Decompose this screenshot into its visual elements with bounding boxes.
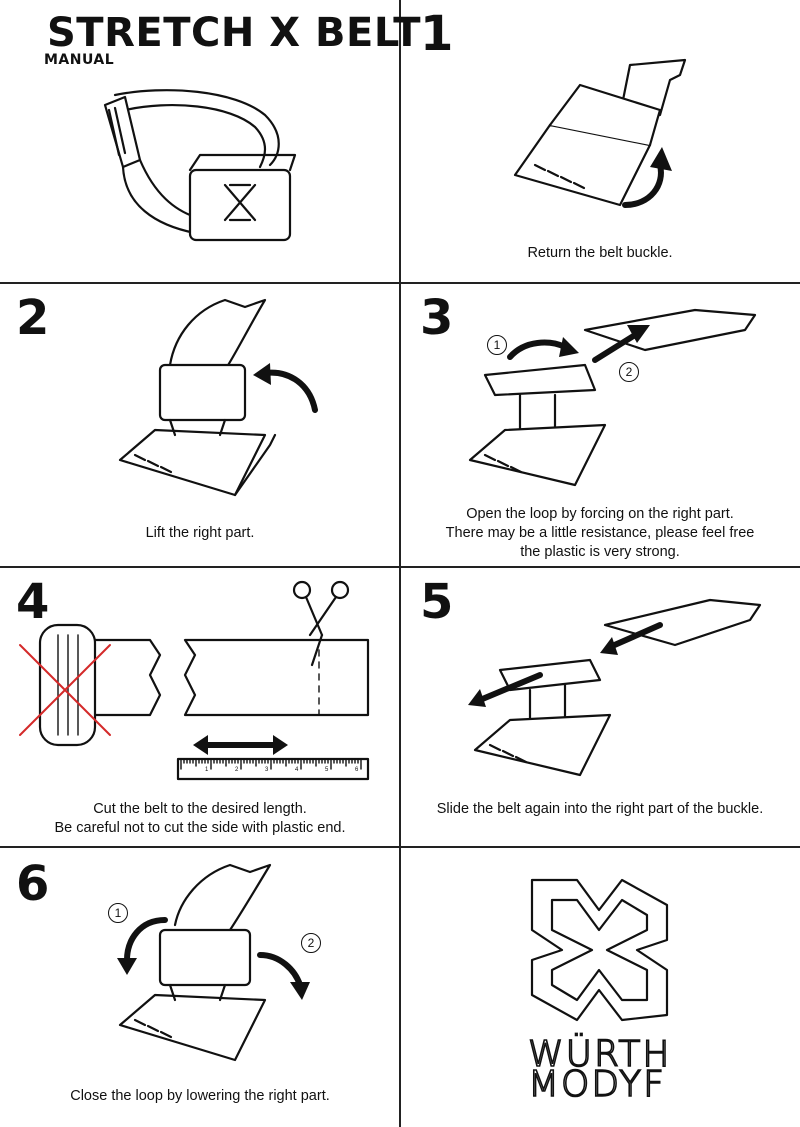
step-6-marker-2: 2 — [301, 933, 321, 953]
ruler-tick-label: 5 — [325, 767, 329, 773]
step-1-caption-line: Return the belt buckle. — [527, 245, 673, 261]
step-5-number: 5 — [420, 574, 454, 630]
brand-name-line-2: MODYF — [527, 1064, 666, 1105]
step-1-caption: Return the belt buckle. — [400, 244, 800, 263]
row-divider-3 — [0, 846, 800, 848]
step-4-caption: Cut the belt to the desired length. Be c… — [0, 800, 400, 838]
ruler-tick-label: 6 — [355, 767, 359, 773]
step-2-illustration — [118, 298, 318, 497]
step-6-illustration — [117, 863, 310, 1062]
ruler-tick-label: 4 — [295, 767, 299, 773]
x-logo-icon — [530, 878, 669, 1022]
step-2-number: 2 — [16, 290, 50, 346]
ruler-tick-label: 1 — [205, 767, 209, 773]
ruler-tick-label: 2 — [235, 767, 239, 773]
step-3-illustration — [468, 308, 757, 487]
step-3-caption: Open the loop by forcing on the right pa… — [400, 505, 800, 562]
step-6-caption: Close the loop by lowering the right par… — [0, 1087, 400, 1106]
row-divider-1 — [0, 282, 800, 284]
step-2-caption: Lift the right part. — [0, 524, 400, 543]
step-4-illustration — [19, 580, 370, 781]
step-3-marker-2: 2 — [619, 362, 639, 382]
vertical-divider — [399, 0, 401, 1127]
ruler-tick-label: 3 — [265, 767, 269, 773]
manual-subtitle: MANUAL — [44, 52, 115, 68]
step-3-caption-line: There may be a little resistance, please… — [445, 525, 755, 541]
step-5-caption: Slide the belt again into the right part… — [400, 800, 800, 819]
step-1-illustration — [513, 58, 687, 208]
step-4-number: 4 — [16, 574, 50, 630]
row-divider-2 — [0, 566, 800, 568]
step-3-caption-line: the plastic is very strong. — [520, 544, 680, 560]
step-1-number: 1 — [420, 6, 454, 62]
step-6-caption-line: Close the loop by lowering the right par… — [70, 1088, 330, 1104]
step-6-marker-1: 1 — [108, 903, 128, 923]
step-2-caption-line: Lift the right part. — [145, 525, 255, 541]
ruler-ticks: 1 2 3 4 5 6 — [180, 758, 362, 773]
step-4-caption-line: Cut the belt to the desired length. — [93, 801, 307, 817]
brand-name-line-1: WÜRTH — [527, 1034, 672, 1075]
step-5-illustration — [468, 598, 762, 777]
step-4-caption-line: Be careful not to cut the side with plas… — [54, 820, 346, 836]
step-3-caption-line: Open the loop by forcing on the right pa… — [466, 506, 734, 522]
step-3-number: 3 — [420, 290, 454, 346]
step-5-caption-line: Slide the belt again into the right part… — [436, 801, 764, 817]
belt-overview-illustration — [103, 89, 297, 242]
step-6-number: 6 — [16, 856, 50, 912]
manual-title: STRETCH X BELT — [47, 10, 421, 56]
step-3-marker-1: 1 — [487, 335, 507, 355]
